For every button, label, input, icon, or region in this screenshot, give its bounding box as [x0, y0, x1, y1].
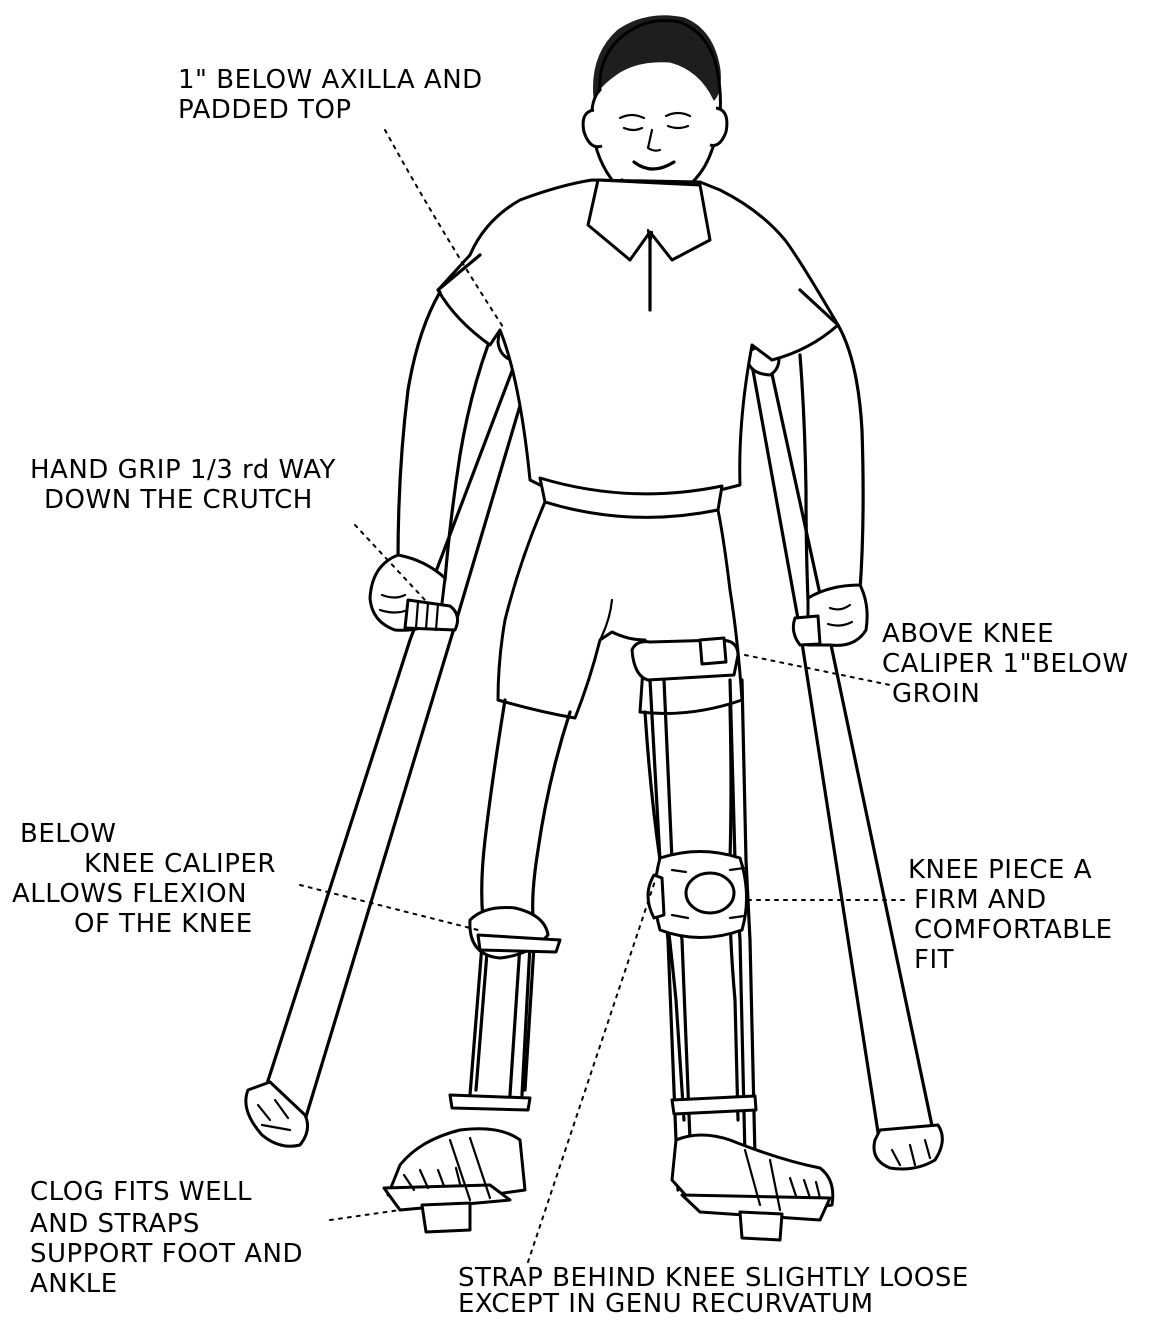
- left-crutch: [246, 323, 535, 1146]
- boy-shorts: [498, 502, 742, 718]
- left-ankle-strap: [672, 1096, 756, 1114]
- label-axilla-line-1: 1" BELOW AXILLA AND: [178, 65, 483, 95]
- label-below-knee-line-2: KNEE CALIPER: [84, 849, 276, 879]
- thigh-buckle: [700, 638, 726, 664]
- left-hand-grip: [793, 616, 820, 645]
- label-above-knee-line-3: GROIN: [892, 679, 980, 709]
- label-hand-grip: HAND GRIP 1/3 rd WAY DOWN THE CRUTCH: [30, 455, 336, 515]
- label-knee-piece-line-1: KNEE PIECE A: [908, 855, 1092, 885]
- label-knee-piece-line-2: FIRM AND: [914, 885, 1047, 915]
- label-axilla-line-2: PADDED TOP: [178, 95, 352, 125]
- label-clog-line-2: AND STRAPS: [30, 1209, 200, 1239]
- right-ankle-strap: [450, 1095, 530, 1110]
- label-clog-line-4: ANKLE: [30, 1269, 118, 1299]
- left-crutch-tip: [246, 1082, 308, 1146]
- label-knee-piece: KNEE PIECE A FIRM AND COMFORTABLE FIT: [908, 855, 1113, 975]
- label-below-knee-line-1: BELOW: [20, 819, 117, 849]
- label-knee-piece-line-4: FIT: [914, 945, 954, 975]
- label-strap-line-2: EXCEPT IN GENU RECURVATUM: [458, 1289, 874, 1319]
- label-clog: CLOG FITS WELL AND STRAPS SUPPORT FOOT A…: [30, 1177, 303, 1299]
- label-knee-piece-line-3: COMFORTABLE: [914, 915, 1113, 945]
- label-below-knee: BELOW KNEE CALIPER ALLOWS FLEXION OF THE…: [12, 819, 276, 939]
- label-above-knee-line-2: CALIPER 1"BELOW: [882, 649, 1129, 679]
- label-strap: STRAP BEHIND KNEE SLIGHTLY LOOSE EXCEPT …: [458, 1263, 969, 1319]
- label-clog-line-1: CLOG FITS WELL: [30, 1177, 252, 1207]
- label-clog-line-3: SUPPORT FOOT AND: [30, 1239, 303, 1269]
- left-leg-above-knee-caliper: [632, 638, 833, 1240]
- label-below-knee-line-3: ALLOWS FLEXION: [12, 879, 247, 909]
- right-leg-below-knee-caliper: [384, 700, 570, 1232]
- label-axilla: 1" BELOW AXILLA AND PADDED TOP: [178, 65, 483, 125]
- label-hand-grip-line-2: DOWN THE CRUTCH: [44, 485, 313, 515]
- right-hand-grip: [405, 600, 458, 630]
- boy-shirt: [438, 180, 838, 518]
- label-above-knee-line-1: ABOVE KNEE: [882, 619, 1054, 649]
- label-above-knee: ABOVE KNEE CALIPER 1"BELOW GROIN: [882, 619, 1129, 709]
- right-crutch-tip: [874, 1125, 942, 1169]
- label-below-knee-line-4: OF THE KNEE: [74, 909, 253, 939]
- right-crutch: [748, 346, 942, 1169]
- boy-head: [583, 16, 727, 205]
- label-hand-grip-line-1: HAND GRIP 1/3 rd WAY: [30, 455, 336, 485]
